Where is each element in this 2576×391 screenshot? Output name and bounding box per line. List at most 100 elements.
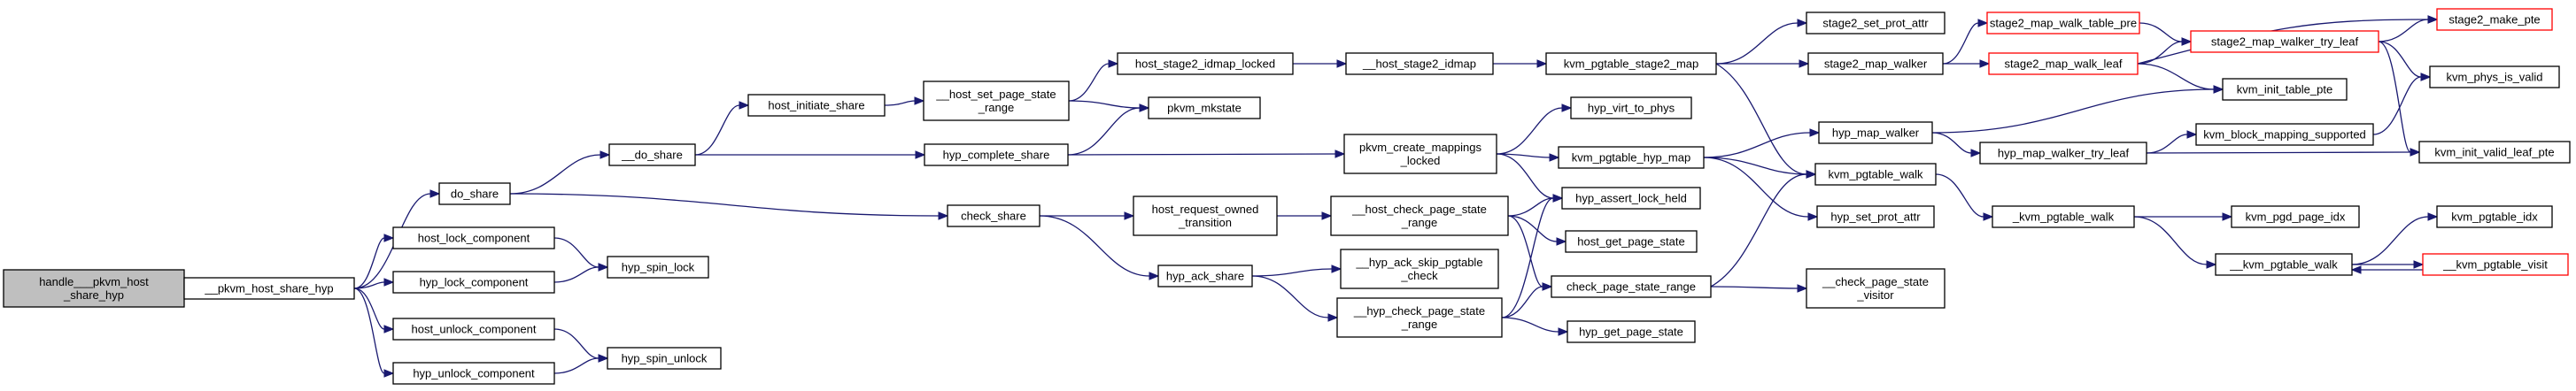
node-label: kvm_init_table_pte xyxy=(2237,83,2332,96)
arrowhead xyxy=(1797,19,1808,27)
node-host-stage2-idmap-locked[interactable]: host_stage2_idmap_locked xyxy=(1117,52,1294,75)
node-stage2-map-walker[interactable]: stage2_map_walker xyxy=(1807,52,1944,75)
node-label: hyp_ack_share xyxy=(1166,270,1244,283)
node-hyp-map-walker-try-leaf[interactable]: hyp_map_walker_try_leaf xyxy=(1979,142,2147,165)
node-pkvm-create-mappings-locked[interactable]: pkvm_create_mappings_locked xyxy=(1343,134,1497,174)
node-kvm-pgtable-visit[interactable]: __kvm_pgtable_visit xyxy=(2422,253,2569,276)
arrowhead xyxy=(2350,265,2362,274)
node-hyp-set-prot-attr[interactable]: hyp_set_prot_attr xyxy=(1816,205,1935,228)
edge-line xyxy=(509,193,940,217)
node-hyp-spin-lock[interactable]: hyp_spin_lock xyxy=(607,256,709,279)
node-kvm-pgd-page-idx[interactable]: kvm_pgd_page_idx xyxy=(2231,205,2360,228)
edge-line xyxy=(1942,22,1979,65)
node-kvm-pgtable-walk[interactable]: _kvm_pgtable_walk xyxy=(1992,205,2135,228)
node-check-share[interactable]: check_share xyxy=(947,204,1040,227)
node-hyp-check-page-state-range[interactable]: __hyp_check_page_state_range xyxy=(1336,297,1503,338)
arrowhead xyxy=(1979,59,1991,68)
edge-line xyxy=(1703,157,1807,175)
edge-line xyxy=(553,237,600,268)
node-hyp-get-page-state[interactable]: hyp_get_page_state xyxy=(1566,320,1696,343)
node-hyp-unlock-component[interactable]: hyp_unlock_component xyxy=(392,362,555,385)
edge-line xyxy=(553,266,600,283)
edge-hyp-map-walker-try-leaf-to-kvm-block-mapping-supported xyxy=(2146,130,2198,154)
node-hyp-assert-lock-held[interactable]: hyp_assert_lock_held xyxy=(1561,187,1701,210)
node-do-share[interactable]: __do_share xyxy=(608,143,696,166)
edge-line xyxy=(1710,286,1799,289)
node-box xyxy=(747,94,886,117)
node-label: _kvm_pgtable_walk xyxy=(2012,211,2115,224)
node-stage2-map-walker-try-leaf[interactable]: stage2_map_walker_try_leaf xyxy=(2190,30,2379,53)
node-hyp-virt-to-phys[interactable]: hyp_virt_to_phys xyxy=(1570,96,1692,119)
node-stage2-map-walk-table-pre[interactable]: stage2_map_walk_table_pre xyxy=(1986,12,2140,34)
node-kvm-pgtable-idx[interactable]: kvm_pgtable_idx xyxy=(2436,205,2553,228)
edge-line xyxy=(1935,173,1984,218)
node-hyp-ack-share[interactable]: hyp_ack_share xyxy=(1157,264,1253,288)
node-kvm-pgtable-walk[interactable]: __kvm_pgtable_walk xyxy=(2215,253,2353,276)
node-stage2-map-walk-leaf[interactable]: stage2_map_walk_leaf xyxy=(1988,52,2139,75)
node-kvm-block-mapping-supported[interactable]: kvm_block_mapping_supported xyxy=(2195,123,2374,146)
edge-line xyxy=(2351,216,2429,265)
node-label: hyp_map_walker_try_leaf xyxy=(1998,147,2130,160)
edge-kvm-pgtable-hyp-map-to-hyp-map-walker xyxy=(1703,128,1821,158)
node-hyp-spin-unlock[interactable]: hyp_spin_unlock xyxy=(607,347,722,370)
edge-kvm-pgtable-stage2-map-to-stage2-map-walker xyxy=(1716,59,1810,68)
node-hyp-ack-skip-pgtable-check[interactable]: __hyp_ack_skip_pgtable_check xyxy=(1340,249,1499,289)
node-do-share[interactable]: do_share xyxy=(438,182,511,205)
node-kvm-pgtable-stage2-map[interactable]: kvm_pgtable_stage2_map xyxy=(1545,52,1717,75)
edge-kvm-pgtable-walk-to-kvm-pgtable-idx xyxy=(2351,212,2439,265)
arrowhead xyxy=(1336,59,1348,68)
edge-line xyxy=(1039,215,1150,277)
node-hyp-map-walker[interactable]: hyp_map_walker xyxy=(1818,121,1933,144)
node-label: handle___pkvm_host xyxy=(39,275,149,288)
node-host-set-page-state-range[interactable]: __host_set_page_state_range xyxy=(923,80,1070,121)
edge-line xyxy=(1507,215,1558,242)
arrowhead xyxy=(1556,237,1567,246)
node-box xyxy=(392,362,555,385)
node-host-unlock-component[interactable]: host_unlock_component xyxy=(392,318,555,341)
node-label: __pkvm_host_share_hyp xyxy=(204,282,333,295)
node-hyp-lock-component[interactable]: hyp_lock_component xyxy=(392,271,555,294)
node-kvm-pgtable-hyp-map[interactable]: kvm_pgtable_hyp_map xyxy=(1558,146,1705,169)
node-label: kvm_pgtable_hyp_map xyxy=(1572,151,1690,165)
node-box xyxy=(1340,249,1499,289)
node-box xyxy=(608,143,696,166)
edge-hyp-complete-share-to-pkvm-mkstate xyxy=(1067,104,1150,156)
arrowhead xyxy=(914,96,925,105)
edge-hyp-map-walker-to-kvm-init-table-pte xyxy=(1931,85,2224,134)
arrowhead xyxy=(739,101,750,110)
node-kvm-phys-is-valid[interactable]: kvm_phys_is_valid xyxy=(2429,65,2560,88)
node-root[interactable]: handle___pkvm_host_share_hyp xyxy=(3,269,185,308)
node-stage2-set-prot-attr[interactable]: stage2_set_prot_attr xyxy=(1806,12,1946,34)
node-box xyxy=(2429,65,2560,88)
node-host-stage2-idmap[interactable]: __host_stage2_idmap xyxy=(1345,52,1494,75)
node-label: hyp_spin_unlock xyxy=(622,352,708,365)
node-hyp-complete-share[interactable]: hyp_complete_share xyxy=(924,143,1069,166)
node-pkvm-host-share-hyp[interactable]: __pkvm_host_share_hyp xyxy=(183,277,355,300)
edge-hyp-map-walker-try-leaf-to-kvm-init-valid-leaf-pte xyxy=(2146,148,2421,157)
node-pkvm-mkstate[interactable]: pkvm_mkstate xyxy=(1148,96,1261,119)
arrowhead xyxy=(1536,59,1548,68)
nodes-layer: handle___pkvm_host_share_hyp __pkvm_host_… xyxy=(3,8,2571,385)
node-check-page-state-range[interactable]: check_page_state_range xyxy=(1551,275,1712,298)
node-host-check-page-state-range[interactable]: __host_check_page_state_range xyxy=(1330,196,1509,236)
edge-hyp-complete-share-to-pkvm-create-mappings-locked xyxy=(1067,150,1346,158)
node-label: __host_check_page_state xyxy=(1351,203,1487,216)
node-host-initiate-share[interactable]: host_initiate_share xyxy=(747,94,886,117)
node-check-page-state-visitor[interactable]: __check_page_state_visitor xyxy=(1806,268,1946,309)
node-kvm-init-table-pte[interactable]: kvm_init_table_pte xyxy=(2222,78,2348,101)
arrowhead xyxy=(1149,272,1160,280)
node-host-get-page-state[interactable]: host_get_page_state xyxy=(1565,230,1698,253)
edge-line xyxy=(353,281,385,289)
node-host-lock-component[interactable]: host_lock_component xyxy=(392,226,555,249)
node-stage2-make-pte[interactable]: stage2_make_pte xyxy=(2436,8,2553,31)
edge-kvm-pgtable-stage2-map-to-kvm-pgtable-walk xyxy=(1715,63,1817,179)
arrowhead xyxy=(2181,37,2193,46)
node-kvm-init-valid-leaf-pte[interactable]: kvm_init_valid_leaf_pte xyxy=(2418,141,2571,164)
edge-host-check-page-state-range-to-host-get-page-state xyxy=(1507,215,1567,246)
node-kvm-pgtable-walk[interactable]: kvm_pgtable_walk xyxy=(1814,163,1937,186)
node-label: host_stage2_idmap_locked xyxy=(1135,58,1275,71)
node-label: _range xyxy=(1401,216,1437,229)
node-label: kvm_init_valid_leaf_pte xyxy=(2434,146,2554,159)
arrowhead xyxy=(1799,59,1810,68)
node-host-request-owned-transition[interactable]: host_request_owned_transition xyxy=(1133,196,1278,236)
